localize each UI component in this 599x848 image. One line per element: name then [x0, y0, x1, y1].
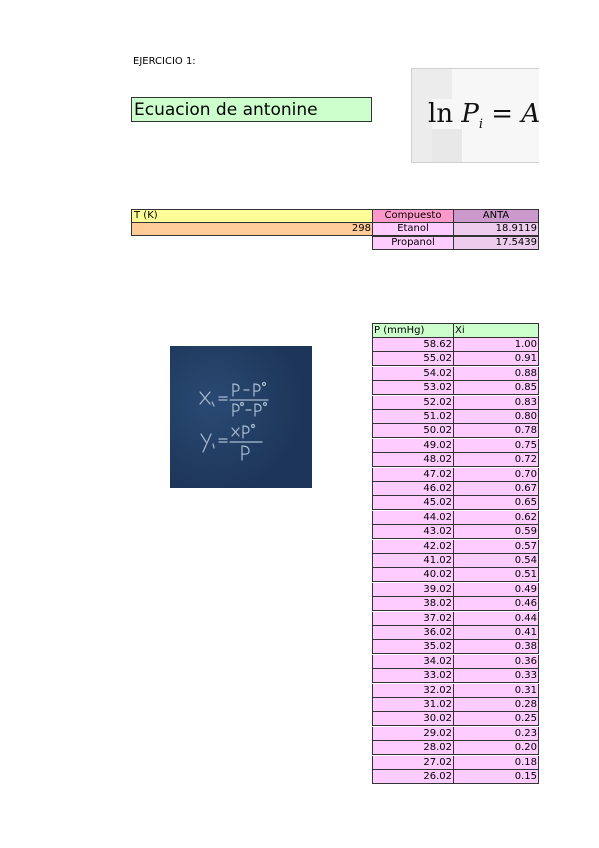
xi-cell: 0.67 — [453, 482, 539, 496]
xi-cell: 0.88 — [453, 366, 539, 381]
pressure-cell: 33.02 — [372, 669, 454, 684]
pressure-cell: 51.02 — [372, 410, 454, 424]
pressure-cell: 28.02 — [372, 741, 454, 756]
pressure-cell: 32.02 — [372, 683, 454, 698]
pressure-cell: 38.02 — [372, 597, 454, 612]
xi-cell: 0.85 — [453, 381, 539, 396]
pressure-cell: 45.02 — [372, 496, 454, 511]
pressure-cell: 40.02 — [372, 568, 454, 583]
xi-cell: 0.75 — [453, 438, 539, 453]
t-value-cell: 298 — [131, 222, 373, 236]
t-header-cell: T (K) — [131, 209, 373, 223]
compound-cell: Etanol — [372, 222, 454, 236]
xi-cell: 0.49 — [453, 582, 539, 597]
pressure-cell: 52.02 — [372, 395, 454, 410]
xi-cell: 0.28 — [453, 698, 539, 712]
pressure-cell: 35.02 — [372, 640, 454, 655]
xi-cell: 0.33 — [453, 669, 539, 684]
compound-header-cell: Compuesto — [372, 209, 454, 223]
pressure-cell: 27.02 — [372, 755, 454, 770]
xi-cell: 0.41 — [453, 626, 539, 640]
xi-cell: 0.59 — [453, 525, 539, 540]
xi-cell: 0.83 — [453, 395, 539, 410]
xi-cell: 0.15 — [453, 770, 539, 784]
pressure-cell: 37.02 — [372, 611, 454, 626]
xi-cell: 0.18 — [453, 755, 539, 770]
antoine-formula-image: ln Pi = A — [411, 68, 539, 163]
xi-cell: 0.91 — [453, 352, 539, 367]
xi-cell: 1.00 — [453, 338, 539, 352]
pressure-cell: 42.02 — [372, 539, 454, 554]
xi-cell: 0.20 — [453, 741, 539, 756]
pressure-cell: 30.02 — [372, 712, 454, 727]
xi-cell: 0.38 — [453, 640, 539, 655]
exercise-label: EJERCICIO 1: — [133, 56, 196, 67]
pressure-cell: 47.02 — [372, 467, 454, 482]
pressure-cell: 54.02 — [372, 366, 454, 381]
chalk-formula-drawing — [199, 381, 269, 461]
pressure-cell: 43.02 — [372, 525, 454, 540]
xi-cell: 0.80 — [453, 410, 539, 424]
pressure-cell: 31.02 — [372, 698, 454, 712]
handwritten-formula-photo — [170, 346, 312, 488]
pressure-cell: 49.02 — [372, 438, 454, 453]
xi-cell: 0.36 — [453, 654, 539, 669]
pressure-cell: 46.02 — [372, 482, 454, 496]
pressure-cell: 53.02 — [372, 381, 454, 396]
anta-header-cell: ANTA — [453, 209, 539, 223]
compound-cell: Propanol — [372, 236, 454, 250]
xi-cell: 0.78 — [453, 424, 539, 439]
pressure-cell: 39.02 — [372, 582, 454, 597]
xi-cell: 0.44 — [453, 611, 539, 626]
xi-cell: 0.54 — [453, 554, 539, 568]
formula-text: ln Pi = A — [428, 99, 539, 133]
xi-cell: 0.62 — [453, 510, 539, 525]
xi-cell: 0.51 — [453, 568, 539, 583]
xi-cell: 0.57 — [453, 539, 539, 554]
anta-cell: 17.5439 — [453, 236, 539, 250]
pressure-cell: 29.02 — [372, 726, 454, 741]
xi-cell: 0.31 — [453, 683, 539, 698]
xi-cell: 0.23 — [453, 726, 539, 741]
pressure-cell: 58.62 — [372, 338, 454, 352]
pressure-cell: 55.02 — [372, 352, 454, 367]
anta-cell: 18.9119 — [453, 222, 539, 236]
xi-cell: 0.72 — [453, 453, 539, 468]
pressure-header: P (mmHg) — [372, 323, 454, 338]
pressure-cell: 26.02 — [372, 770, 454, 784]
xi-cell: 0.70 — [453, 467, 539, 482]
pressure-cell: 44.02 — [372, 510, 454, 525]
xi-cell: 0.25 — [453, 712, 539, 727]
title-cell: Ecuacion de antonine — [131, 97, 372, 122]
pressure-cell: 41.02 — [372, 554, 454, 568]
xi-cell: 0.46 — [453, 597, 539, 612]
pressure-cell: 36.02 — [372, 626, 454, 640]
pressure-cell: 48.02 — [372, 453, 454, 468]
pressure-cell: 34.02 — [372, 654, 454, 669]
xi-cell: 0.65 — [453, 496, 539, 511]
xi-header: Xi — [453, 323, 539, 338]
pressure-cell: 50.02 — [372, 424, 454, 439]
